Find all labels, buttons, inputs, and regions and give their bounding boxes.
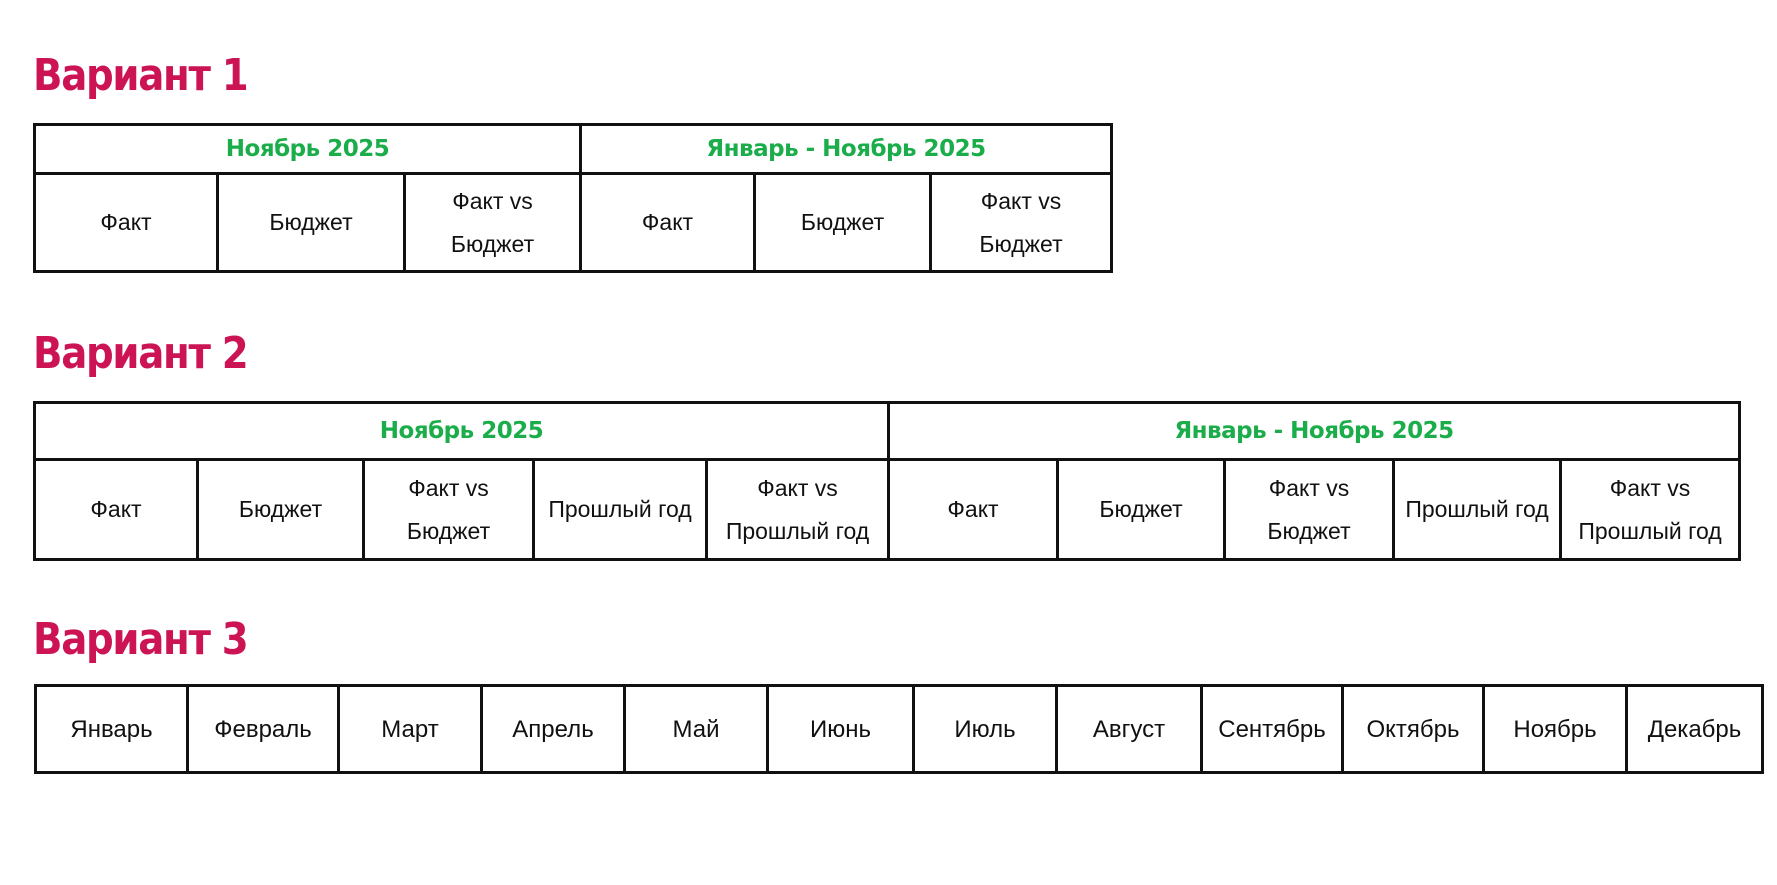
column-header-label: Прошлый год	[548, 496, 692, 522]
column-header-label: Факт vs Прошлый год	[1578, 474, 1722, 544]
month-cell-january: Январь	[34, 684, 189, 774]
period-header-november: Ноябрь 2025	[33, 401, 890, 461]
month-cell-november: Ноябрь	[1482, 684, 1628, 774]
variant-2-title: Вариант 2	[33, 328, 249, 379]
column-header-label: Факт vs Бюджет	[406, 474, 491, 544]
column-header-label: Прошлый год	[1405, 496, 1549, 522]
month-cell-may: Май	[623, 684, 769, 774]
column-header-label: Факт	[947, 496, 999, 522]
variant-1-table: Ноябрь 2025 Январь - Ноябрь 2025 Факт Бю…	[33, 123, 1114, 273]
column-header-label: Факт vs Бюджет	[450, 187, 535, 257]
column-header-label: Бюджет	[800, 209, 885, 235]
column-header-label: Факт	[641, 209, 694, 235]
period-header-jan-nov: Январь - Ноябрь 2025	[578, 123, 1114, 175]
column-header: Факт vs Бюджет	[1223, 458, 1395, 561]
column-header: Факт	[887, 458, 1059, 561]
month-cell-february: Февраль	[186, 684, 340, 774]
column-header: Прошлый год	[532, 458, 708, 561]
column-header: Прошлый год	[1392, 458, 1562, 561]
column-header-label: Факт vs Прошлый год	[725, 474, 870, 544]
column-header-label: Бюджет	[269, 209, 353, 235]
variant-1-title: Вариант 1	[33, 50, 249, 101]
period-header-november: Ноябрь 2025	[33, 123, 582, 175]
column-header: Бюджет	[196, 458, 365, 561]
column-header: Факт	[579, 172, 756, 273]
column-header-row: Факт Бюджет Факт vs Бюджет Факт Бюджет Ф…	[33, 172, 1114, 273]
variant-2-table: Ноябрь 2025 Январь - Ноябрь 2025 Факт Бю…	[33, 401, 1742, 561]
column-header-label: Факт	[100, 209, 152, 235]
column-header: Бюджет	[753, 172, 932, 273]
column-header: Факт vs Прошлый год	[705, 458, 890, 561]
column-header: Факт vs Бюджет	[403, 172, 582, 273]
column-header: Факт vs Бюджет	[362, 458, 535, 561]
month-cell-april: Апрель	[480, 684, 626, 774]
period-header-row: Ноябрь 2025 Январь - Ноябрь 2025	[33, 401, 1742, 461]
period-header-row: Ноябрь 2025 Январь - Ноябрь 2025	[33, 123, 1114, 175]
month-cell-december: Декабрь	[1625, 684, 1764, 774]
month-row: Январь Февраль Март Апрель Май Июнь Июль…	[34, 684, 1764, 774]
column-header: Факт	[33, 458, 199, 561]
month-cell-september: Сентябрь	[1200, 684, 1344, 774]
variant-3-table: Январь Февраль Март Апрель Май Июнь Июль…	[34, 684, 1764, 774]
column-header: Факт vs Прошлый год	[1558, 458, 1742, 561]
column-header-label: Факт	[90, 496, 142, 522]
column-header-row: Факт Бюджет Факт vs Бюджет Прошлый год Ф…	[33, 458, 1742, 561]
month-cell-june: Июнь	[766, 684, 915, 774]
column-header: Бюджет	[216, 172, 406, 273]
column-header: Факт	[33, 172, 219, 273]
month-cell-october: Октябрь	[1341, 684, 1485, 774]
column-header: Бюджет	[1056, 458, 1226, 561]
variant-3-title: Вариант 3	[33, 614, 249, 665]
column-header: Факт vs Бюджет	[928, 172, 1114, 273]
month-cell-july: Июль	[912, 684, 1058, 774]
column-header-label: Факт vs Бюджет	[1267, 474, 1351, 544]
month-cell-march: Март	[337, 684, 483, 774]
period-header-jan-nov: Январь - Ноябрь 2025	[886, 401, 1742, 461]
column-header-label: Бюджет	[238, 496, 323, 522]
month-cell-august: Август	[1055, 684, 1203, 774]
column-header-label: Бюджет	[1099, 496, 1183, 522]
column-header-label: Факт vs Бюджет	[979, 187, 1063, 257]
